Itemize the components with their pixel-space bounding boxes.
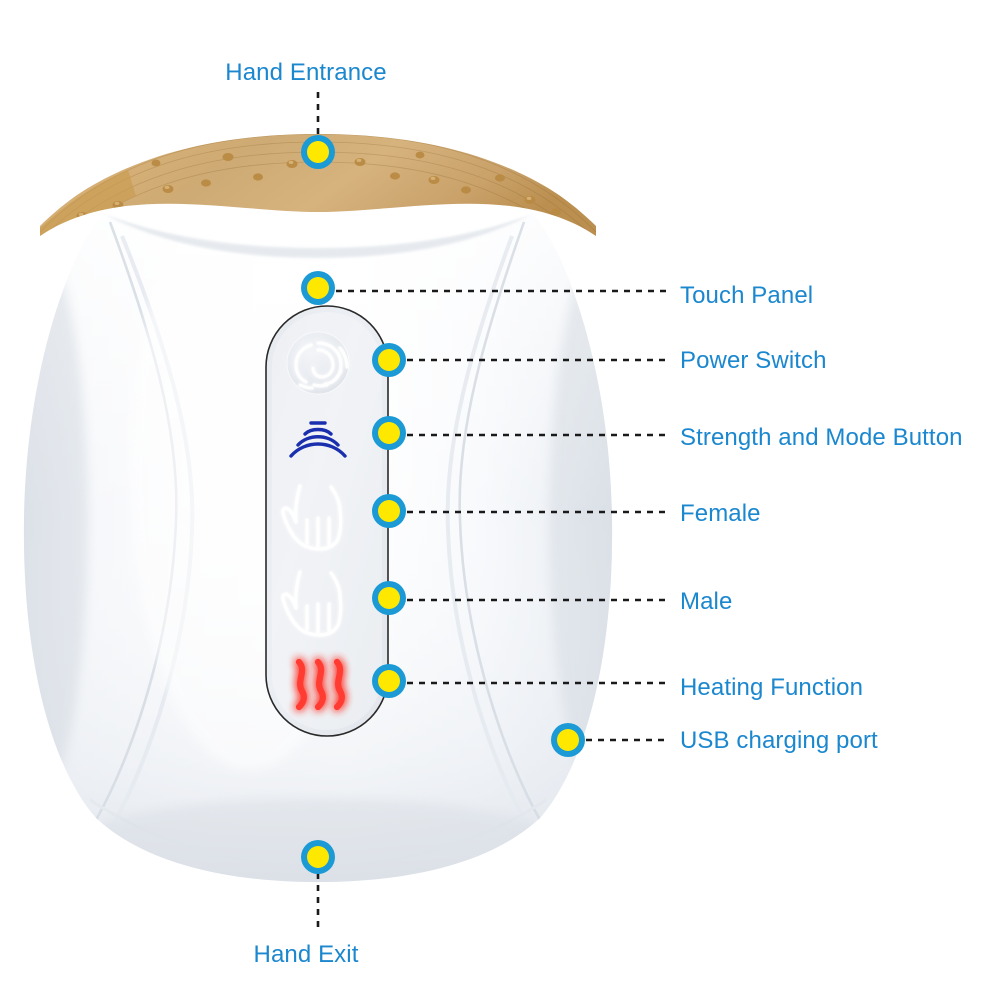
marker-power-switch[interactable]	[372, 343, 406, 377]
marker-touch-panel[interactable]	[301, 271, 335, 305]
label-male: Male	[680, 588, 733, 615]
label-touch-panel: Touch Panel	[680, 282, 814, 309]
hand-male-icon	[281, 570, 343, 637]
fingerprint-power-icon	[286, 331, 350, 395]
touch-panel	[265, 305, 389, 737]
marker-female[interactable]	[372, 494, 406, 528]
label-hand-entrance: Hand Entrance	[225, 59, 387, 86]
label-heating-function: Heating Function	[680, 674, 864, 701]
label-hand-exit: Hand Exit	[253, 941, 359, 968]
heat-waves-icon	[295, 658, 345, 711]
leader-lines	[316, 92, 668, 928]
marker-usb-charging-port[interactable]	[551, 723, 585, 757]
signal-waves-icon	[289, 421, 347, 458]
label-usb-charging-port: USB charging port	[680, 727, 878, 754]
label-power-switch: Power Switch	[680, 347, 827, 374]
callout-markers	[301, 135, 585, 874]
label-strength-and-mode: Strength and Mode Button	[680, 424, 963, 451]
device-illustration	[23, 134, 613, 882]
marker-male[interactable]	[372, 581, 406, 615]
marker-hand-exit[interactable]	[301, 840, 335, 874]
marker-heating-function[interactable]	[372, 664, 406, 698]
marker-strength-and-mode[interactable]	[372, 416, 406, 450]
hand-female-icon	[281, 484, 343, 551]
label-female: Female	[680, 500, 761, 527]
marker-hand-entrance[interactable]	[301, 135, 335, 169]
massage-nodes	[76, 151, 561, 220]
